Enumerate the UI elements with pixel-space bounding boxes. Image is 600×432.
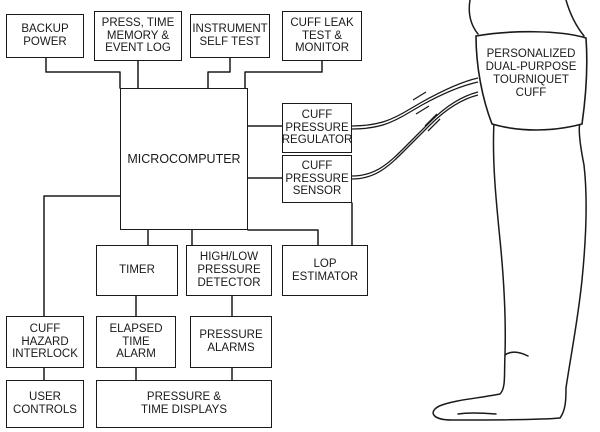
pressure-alarms-block: PRESSURE ALARMS xyxy=(190,316,272,368)
cuff-hazard-interlock-block: CUFF HAZARD INTERLOCK xyxy=(6,316,84,368)
cuff-pressure-sensor-block: CUFF PRESSURE SENSOR xyxy=(282,155,352,203)
tourniquet-cuff-shape xyxy=(475,30,588,131)
connector-cuff-leak-test xyxy=(244,60,323,89)
leg-outline xyxy=(432,0,587,421)
user-controls-block: USER CONTROLS xyxy=(6,380,84,428)
cuff-leak-test-block: CUFF LEAK TEST & MONITOR xyxy=(282,11,362,61)
microcomputer-block: MICROCOMPUTER xyxy=(120,88,248,230)
tube-connector-2 xyxy=(424,113,441,132)
tourniquet-cuff-label: PERSONALIZED DUAL-PURPOSE TOURNIQUET CUF… xyxy=(485,48,577,99)
pressure-time-displays-block: PRESSURE & TIME DISPLAYS xyxy=(96,380,272,428)
cuff-tubes xyxy=(351,77,479,180)
high-low-pressure-detector-block: HIGH/LOW PRESSURE DETECTOR xyxy=(186,245,272,296)
connector-interlock-left xyxy=(43,195,121,317)
backup-power-block: BACKUP POWER xyxy=(6,14,84,58)
connector-backup-power xyxy=(45,57,121,89)
connector-instrument-self-test xyxy=(207,57,231,89)
elapsed-time-alarm-block: ELAPSED TIME ALARM xyxy=(96,316,176,368)
timer-block: TIMER xyxy=(96,245,178,296)
connector-lop xyxy=(247,229,319,246)
press-time-memory-block: PRESS, TIME MEMORY & EVENT LOG xyxy=(94,11,182,61)
lop-estimator-block: LOP ESTIMATOR xyxy=(282,245,368,296)
instrument-self-test-block: INSTRUMENT SELF TEST xyxy=(190,14,270,58)
tube-connector-1 xyxy=(412,91,430,115)
cuff-pressure-regulator-block: CUFF PRESSURE REGULATOR xyxy=(282,103,352,153)
